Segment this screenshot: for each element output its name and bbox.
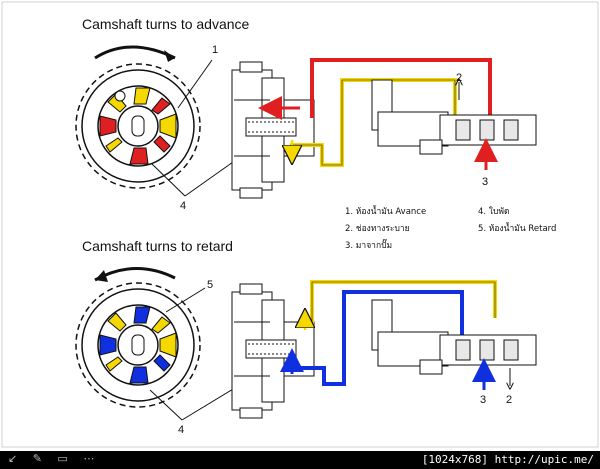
- callout-2-drain-bottom: 2: [506, 394, 513, 406]
- legend-item-2: 2. ช่องทางระบาย: [345, 224, 410, 234]
- advance-sprocket-gear: [75, 63, 201, 189]
- retard-yellow-drain-line: [310, 280, 497, 325]
- callout-5-retard-chamber: 5: [207, 279, 214, 291]
- advance-red-oil-line: [310, 58, 492, 118]
- page-border: [1, 1, 599, 448]
- retard-sprocket-gear: [75, 282, 201, 408]
- legend-item-1: 1. ห้องน้ำมัน Avance: [345, 207, 427, 217]
- callout-2-drain: 2: [456, 72, 463, 84]
- legend-item-4: 4. ใบพัด: [478, 207, 510, 217]
- advance-diagram: [75, 45, 537, 199]
- retard-diagram: [75, 267, 537, 421]
- viewer-tool-icons[interactable]: ↙ ✎ ▭ ⋯: [8, 452, 101, 465]
- callout-3-pump: 3: [482, 176, 489, 188]
- advance-rotation-arrow: [94, 45, 176, 60]
- image-viewer-bar: ↙ ✎ ▭ ⋯ [1024x768] http://upic.me/: [0, 451, 600, 469]
- retard-oil-control-valve: [371, 299, 537, 375]
- advance-title: Camshaft turns to advance: [82, 16, 250, 32]
- advance-camshaft-housing: [231, 61, 315, 199]
- viewer-info-text: [1024x768] http://upic.me/: [421, 453, 594, 466]
- callout-4-vane: 4: [180, 200, 187, 212]
- callout-4-vane-bottom: 4: [178, 424, 185, 436]
- legend-item-3: 3. มาจากปั๊ม: [345, 241, 393, 251]
- retard-blue-oil-line: [292, 290, 464, 386]
- callout-3-pump-bottom: 3: [480, 394, 487, 406]
- callout-1-advance-chamber: 1: [212, 44, 219, 56]
- retard-rotation-arrow: [94, 267, 176, 282]
- retard-camshaft-housing: [231, 283, 315, 419]
- retard-title: Camshaft turns to retard: [82, 238, 233, 254]
- legend-item-5: 5. ห้องน้ำมัน Retard: [478, 224, 557, 234]
